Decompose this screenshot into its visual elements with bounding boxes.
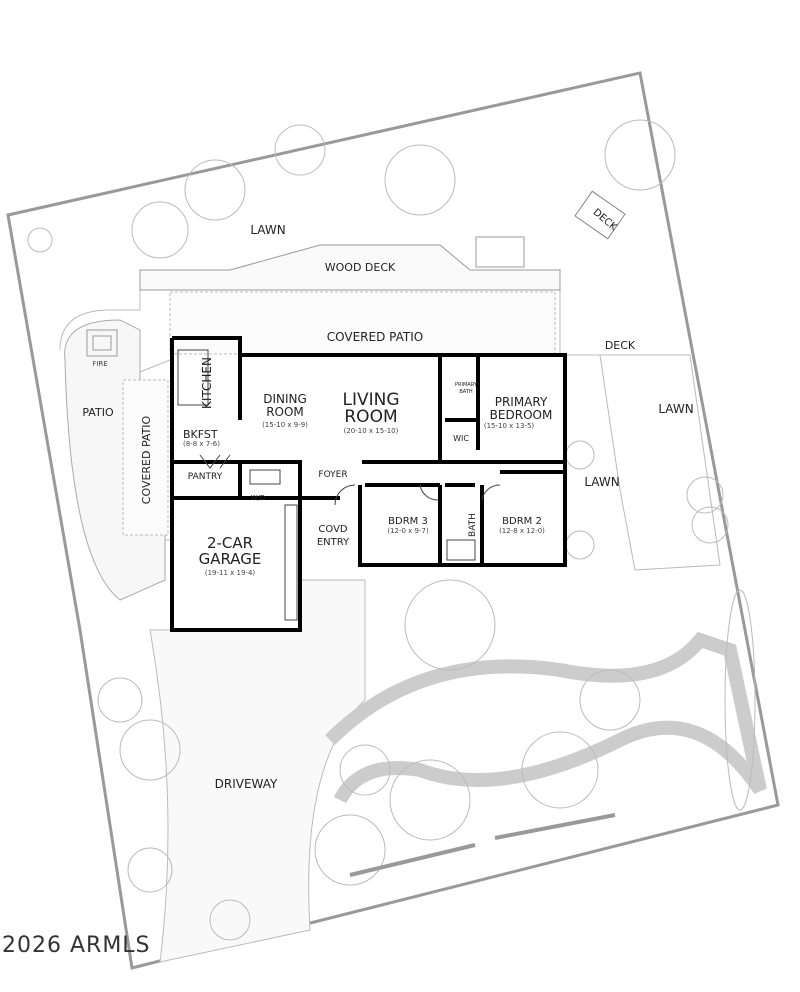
label-wic: WIC [453, 434, 469, 443]
label-fire: FIRE [92, 360, 107, 368]
label-primary-bedroom-1: PRIMARY [495, 395, 548, 409]
covered-patio-left [122, 379, 169, 536]
label-dining-1: DINING [263, 392, 307, 406]
label-covd-entry-1: COVD [318, 524, 348, 535]
dims-bdrm3: (12-0 x 9-7) [387, 527, 429, 535]
label-lawn-mid: LAWN [584, 475, 619, 489]
label-wd: W/D [251, 494, 266, 502]
dims-primary-bedroom: (15-10 x 13-5) [484, 422, 535, 430]
driveway [149, 579, 366, 963]
dims-bkfst: (8-8 x 7-6) [183, 440, 220, 448]
label-garage-2: GARAGE [199, 550, 262, 568]
dims-bdrm2: (12-8 x 12-0) [499, 527, 545, 535]
label-pantry: PANTRY [188, 472, 223, 482]
landscape-plants [27, 119, 756, 941]
watermark: 2026 ARMLS [2, 933, 151, 958]
wood-deck [139, 244, 561, 291]
label-deck-right: DECK [605, 339, 636, 352]
label-primary-bath-2: BATH [459, 389, 473, 395]
label-kitchen: KITCHEN [200, 357, 214, 409]
fire-pit [86, 329, 118, 357]
house-walls [170, 336, 567, 632]
label-lawn-top: LAWN [250, 223, 285, 237]
label-dining-2: ROOM [266, 405, 304, 419]
label-foyer: FOYER [318, 470, 347, 480]
label-bath: BATH [468, 513, 478, 537]
property-line [6, 71, 780, 970]
label-patio: PATIO [82, 406, 114, 419]
label-wood-deck: WOOD DECK [325, 261, 396, 274]
label-driveway: DRIVEWAY [215, 777, 278, 791]
garage-storage [284, 504, 298, 621]
deck-diag [574, 190, 626, 240]
label-bkfst: BKFST [183, 428, 218, 441]
label-lawn-right: LAWN [658, 402, 693, 416]
garden-path [325, 631, 767, 804]
label-garage-1: 2-CAR [207, 534, 253, 552]
label-covered-patio-top: COVERED PATIO [327, 330, 423, 344]
label-primary-bedroom-2: BEDROOM [490, 408, 553, 422]
dims-dining: (15-10 x 9-9) [262, 421, 308, 429]
label-living-1: LIVING [342, 390, 399, 410]
label-primary-bath-1: PRIMARY [455, 382, 478, 388]
label-living-2: ROOM [344, 407, 397, 427]
label-bdrm2: BDRM 2 [502, 516, 542, 527]
deck-stairs [475, 236, 525, 268]
label-bdrm3: BDRM 3 [388, 516, 428, 527]
covered-patio-top [169, 291, 556, 355]
dims-garage: (19-11 x 19-4) [205, 569, 256, 577]
label-covd-entry-2: ENTRY [317, 537, 350, 548]
label-covered-patio-left: COVERED PATIO [140, 415, 153, 504]
dims-living: (20-10 x 15-10) [344, 427, 399, 435]
